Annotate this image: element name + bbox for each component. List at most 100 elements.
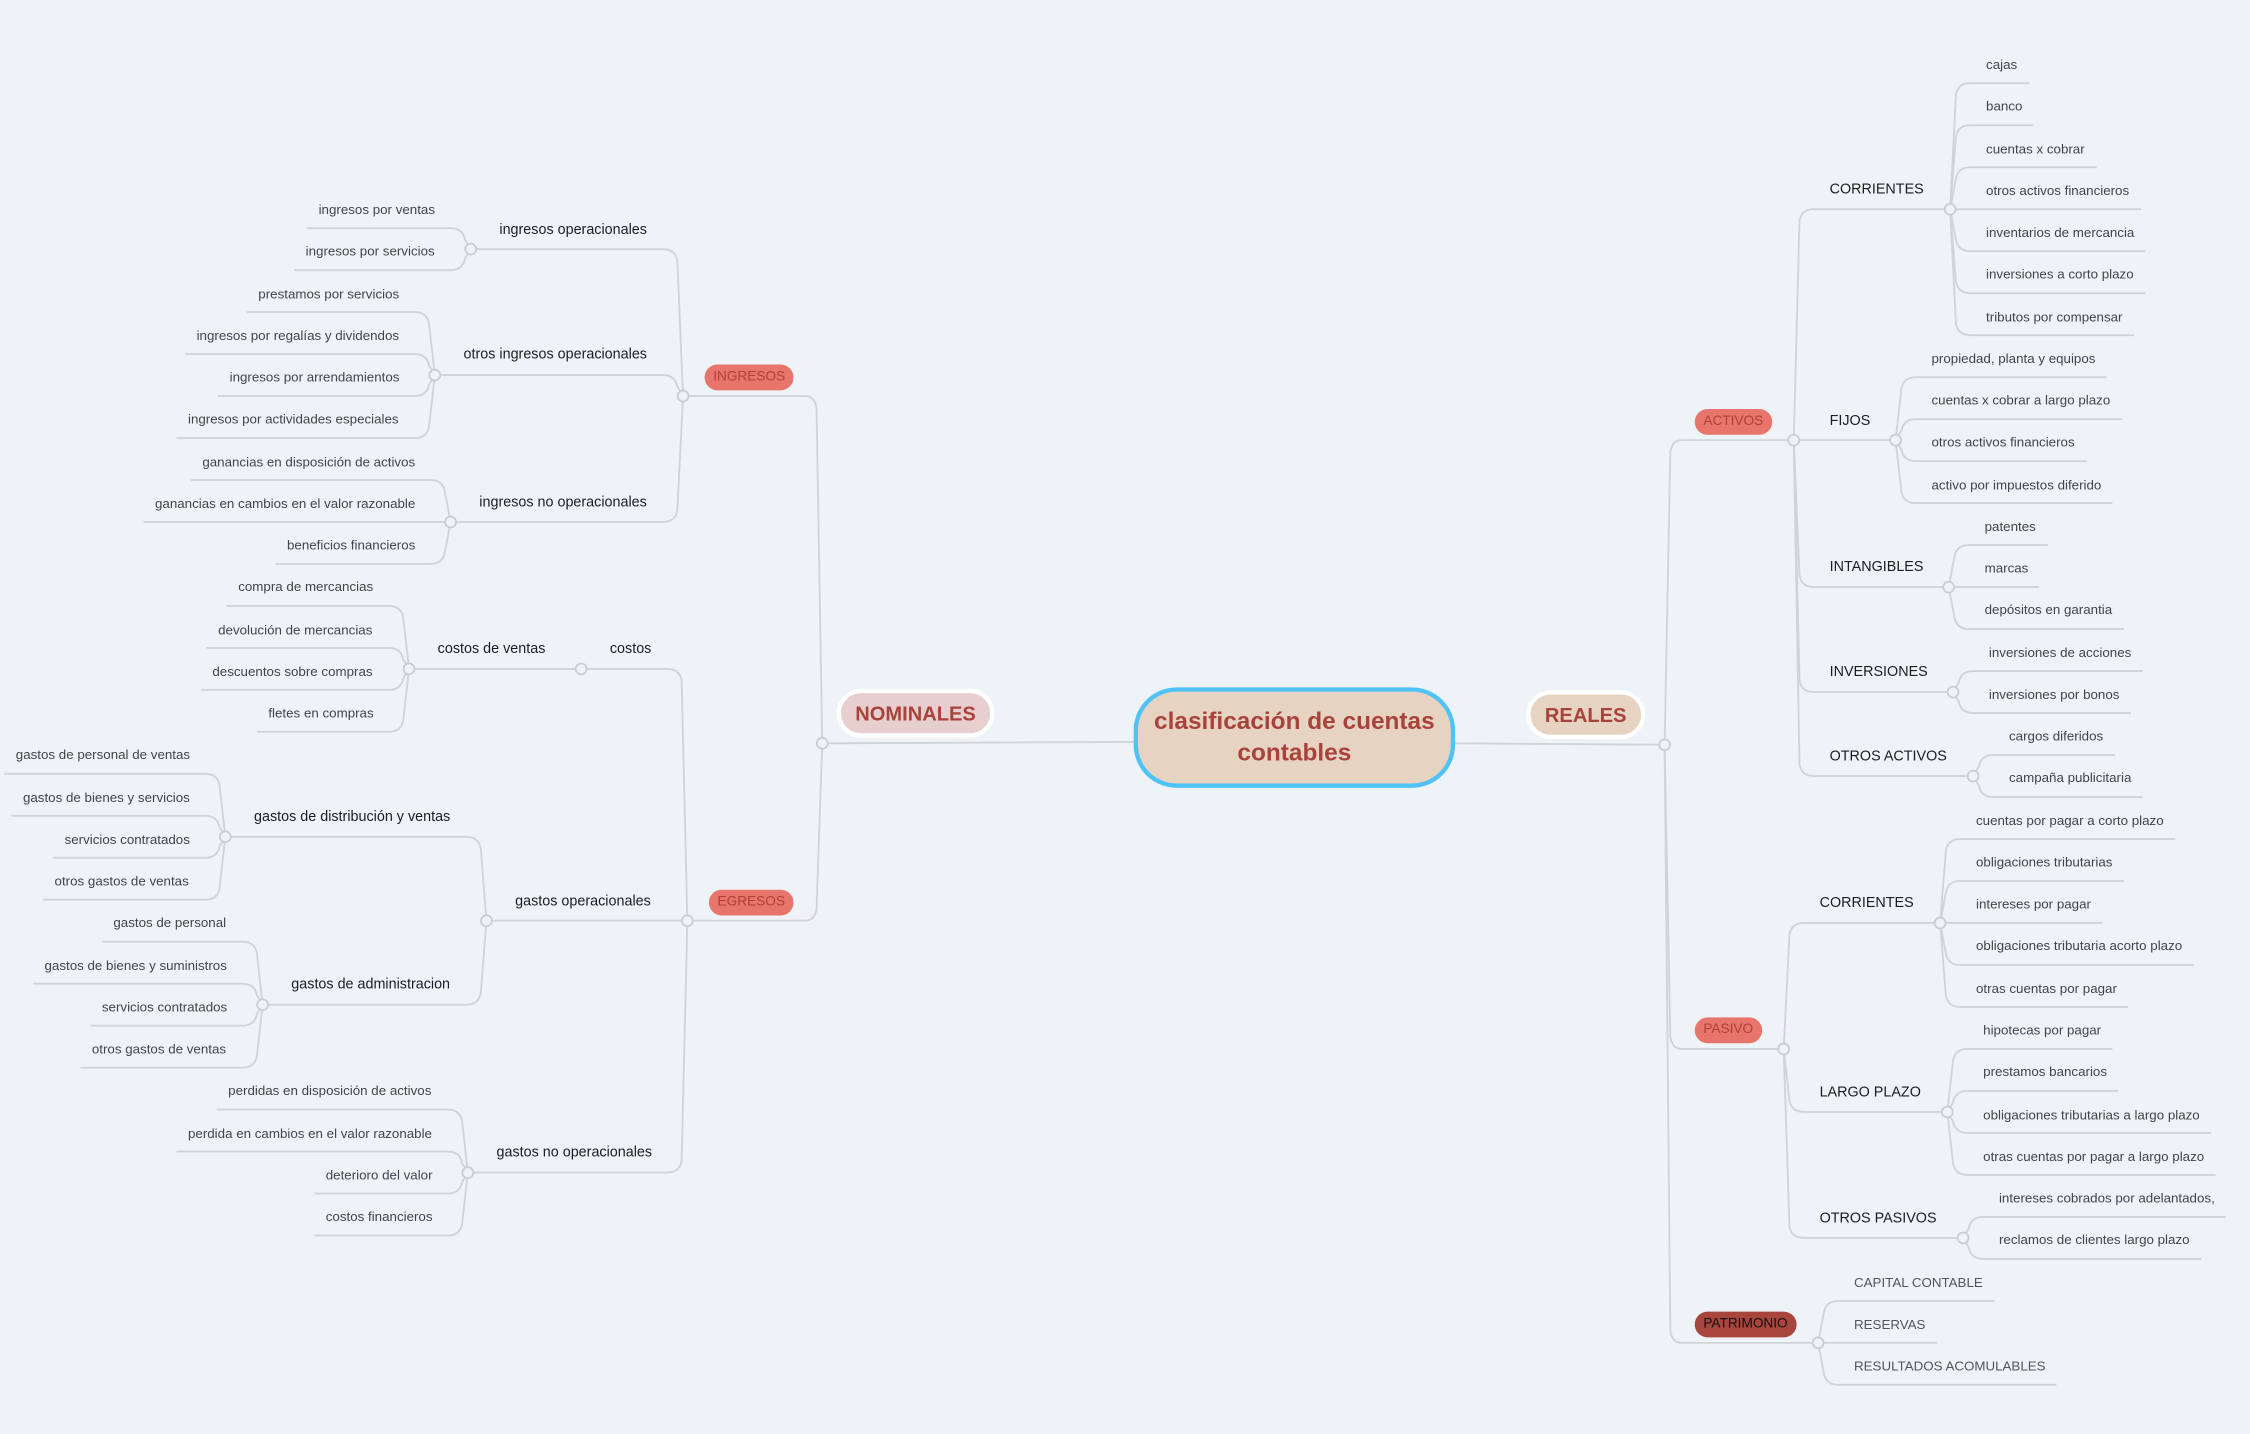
- subtopic-ingresos-no-operacionales[interactable]: ingresos no operacionales: [479, 494, 647, 511]
- leaf-cuentas-por-pagar-a-corto-plazo[interactable]: cuentas por pagar a corto plazo: [1975, 813, 2164, 828]
- leaf-patentes[interactable]: patentes: [1984, 519, 2036, 534]
- leaf-inversiones-por-bonos[interactable]: inversiones por bonos: [1988, 687, 2120, 702]
- central-topic[interactable]: clasificación de cuentas contables: [1133, 687, 1456, 788]
- subtopic-costos[interactable]: costos: [609, 641, 652, 658]
- branch-egresos[interactable]: EGRESOS: [708, 889, 794, 915]
- leaf-cargos-diferidos[interactable]: cargos diferidos: [2008, 729, 2104, 744]
- leaf-prestamos-por-servicios[interactable]: prestamos por servicios: [258, 286, 400, 301]
- leaf-hipotecas-por-pagar[interactable]: hipotecas por pagar: [1983, 1023, 2102, 1038]
- leaf-compra-de-mercancias[interactable]: compra de mercancias: [238, 580, 374, 595]
- subtopic-corrientes[interactable]: CORRIENTES: [1819, 895, 1914, 912]
- leaf-ingresos-por-ventas[interactable]: ingresos por ventas: [318, 202, 436, 217]
- subtopic-otros-pasivos[interactable]: OTROS PASIVOS: [1819, 1210, 1937, 1227]
- subtopic-otros-activos[interactable]: OTROS ACTIVOS: [1829, 748, 1947, 765]
- leaf-cuentas-x-cobrar-a-largo-plazo[interactable]: cuentas x cobrar a largo plazo: [1931, 393, 2111, 408]
- topic-nominales[interactable]: NOMINALES: [836, 688, 995, 738]
- leaf-cuentas-x-cobrar[interactable]: cuentas x cobrar: [1986, 141, 2085, 156]
- leaf-obligaciones-tributaria-acorto-plazo[interactable]: obligaciones tributaria acorto plazo: [1975, 939, 2183, 954]
- leaf-otros-gastos-de-ventas[interactable]: otros gastos de ventas: [54, 873, 189, 889]
- branch-activos[interactable]: ACTIVOS: [1694, 408, 1772, 435]
- leaf-otras-cuentas-por-pagar-a-largo-plazo[interactable]: otras cuentas por pagar a largo plazo: [1983, 1149, 2205, 1164]
- leaf-otros-activos-financieros[interactable]: otros activos financieros: [1931, 435, 2075, 450]
- leaf-ingresos-por-arrendamientos[interactable]: ingresos por arrendamientos: [229, 370, 400, 385]
- leaf-inventarios-de-mercancia[interactable]: inventarios de mercancia: [1986, 225, 2135, 240]
- leaf-propiedad-planta-y-equipos[interactable]: propiedad, planta y equipos: [1931, 351, 2096, 366]
- collapse-toggle[interactable]: [464, 242, 477, 256]
- subtopic-ingresos-operacionales[interactable]: ingresos operacionales: [499, 221, 647, 238]
- collapse-toggle[interactable]: [574, 662, 588, 676]
- collapse-toggle[interactable]: [1933, 916, 1947, 930]
- leaf-ingresos-por-regalías-y-dividendos[interactable]: ingresos por regalías y dividendos: [196, 328, 400, 343]
- collapse-toggle[interactable]: [218, 830, 232, 844]
- collapse-toggle[interactable]: [1940, 1105, 1954, 1119]
- collapse-toggle[interactable]: [1942, 580, 1956, 594]
- collapse-toggle[interactable]: [1889, 433, 1902, 447]
- subtopic-gastos-de-administracion[interactable]: gastos de administracion: [291, 977, 451, 994]
- leaf-otros-activos-financieros[interactable]: otros activos financieros: [1986, 183, 2130, 198]
- leaf-perdida-en-cambios-en-el-valor-razonable[interactable]: perdida en cambios en el valor razonable: [187, 1125, 433, 1141]
- leaf-gastos-de-personal[interactable]: gastos de personal: [113, 915, 227, 931]
- leaf-devolución-de-mercancias[interactable]: devolución de mercancias: [218, 622, 373, 637]
- leaf-costos-financieros[interactable]: costos financieros: [325, 1209, 433, 1225]
- leaf-gastos-de-bienes-y-suministros[interactable]: gastos de bienes y suministros: [44, 957, 227, 973]
- collapse-toggle[interactable]: [1943, 202, 1957, 216]
- collapse-toggle[interactable]: [1946, 685, 1960, 699]
- leaf-intereses-por-pagar[interactable]: intereses por pagar: [1975, 897, 2091, 912]
- subtopic-corrientes[interactable]: CORRIENTES: [1829, 181, 1924, 198]
- subtopic-intangibles[interactable]: INTANGIBLES: [1829, 559, 1924, 576]
- leaf-beneficios-financieros[interactable]: beneficios financieros: [287, 538, 416, 553]
- collapse-toggle[interactable]: [676, 389, 690, 403]
- collapse-toggle[interactable]: [402, 662, 416, 676]
- leaf-ingresos-por-actividades-especiales[interactable]: ingresos por actividades especiales: [187, 412, 399, 427]
- collapse-toggle[interactable]: [1777, 1042, 1791, 1056]
- leaf-intereses-cobrados-por-adelantados[interactable]: intereses cobrados por adelantados,: [1998, 1191, 2215, 1206]
- leaf-obligaciones-tributarias-a-largo-plazo[interactable]: obligaciones tributarias a largo plazo: [1983, 1107, 2200, 1122]
- leaf-ingresos-por-servicios[interactable]: ingresos por servicios: [305, 244, 435, 259]
- collapse-toggle[interactable]: [1811, 1336, 1825, 1350]
- collapse-toggle[interactable]: [461, 1166, 475, 1179]
- leaf-prestamos-bancarios[interactable]: prestamos bancarios: [1983, 1065, 2108, 1080]
- collapse-toggle[interactable]: [480, 914, 493, 928]
- subtopic-gastos-de-distribución-y-ventas[interactable]: gastos de distribución y ventas: [253, 809, 451, 826]
- leaf-inversiones-a-corto-plazo[interactable]: inversiones a corto plazo: [1986, 267, 2134, 282]
- subtopic-gastos-no-operacionales[interactable]: gastos no operacionales: [496, 1145, 653, 1162]
- collapse-toggle[interactable]: [1787, 433, 1801, 447]
- branch-pasivo[interactable]: PASIVO: [1694, 1017, 1762, 1044]
- leaf-deterioro-del-valor[interactable]: deterioro del valor: [325, 1167, 433, 1183]
- subtopic-otros-ingresos-operacionales[interactable]: otros ingresos operacionales: [463, 347, 647, 364]
- collapse-toggle[interactable]: [1658, 738, 1671, 752]
- subtopic-gastos-operacionales[interactable]: gastos operacionales: [515, 893, 651, 910]
- leaf-resultados-acomulables[interactable]: RESULTADOS ACOMULABLES: [1854, 1359, 2046, 1374]
- collapse-toggle[interactable]: [681, 914, 694, 928]
- leaf-descuentos-sobre-compras[interactable]: descuentos sobre compras: [212, 664, 373, 679]
- collapse-toggle[interactable]: [1966, 769, 1980, 783]
- leaf-obligaciones-tributarias[interactable]: obligaciones tributarias: [1975, 855, 2113, 870]
- collapse-toggle[interactable]: [815, 737, 829, 750]
- leaf-campaña-publicitaria[interactable]: campaña publicitaria: [2008, 771, 2132, 786]
- collapse-toggle[interactable]: [256, 998, 269, 1011]
- branch-patrimonio[interactable]: PATRIMONIO: [1694, 1311, 1797, 1338]
- subtopic-fijos[interactable]: FIJOS: [1829, 412, 1871, 429]
- subtopic-inversiones[interactable]: INVERSIONES: [1829, 664, 1928, 681]
- leaf-marcas[interactable]: marcas: [1984, 561, 2029, 576]
- leaf-ganancias-en-disposición-de-activos[interactable]: ganancias en disposición de activos: [202, 454, 416, 469]
- leaf-reclamos-de-clientes-largo-plazo[interactable]: reclamos de clientes largo plazo: [1998, 1233, 2190, 1248]
- branch-ingresos[interactable]: INGRESOS: [704, 364, 794, 391]
- leaf-reservas[interactable]: RESERVAS: [1854, 1317, 1926, 1332]
- leaf-depósitos-en-garantia[interactable]: depósitos en garantia: [1984, 603, 2113, 618]
- leaf-servicios-contratados[interactable]: servicios contratados: [64, 831, 190, 847]
- leaf-fletes-en-compras[interactable]: fletes en compras: [268, 706, 374, 721]
- leaf-banco[interactable]: banco: [1986, 99, 2023, 114]
- collapse-toggle[interactable]: [1956, 1231, 1970, 1245]
- collapse-toggle[interactable]: [428, 368, 442, 382]
- leaf-activo-por-impuestos-diferido[interactable]: activo por impuestos diferido: [1931, 477, 2102, 492]
- subtopic-costos-de-ventas[interactable]: costos de ventas: [437, 641, 546, 658]
- leaf-capital-contable[interactable]: CAPITAL CONTABLE: [1854, 1275, 1983, 1290]
- leaf-ganancias-en-cambios-en-el-valor-razonable[interactable]: ganancias en cambios en el valor razonab…: [154, 496, 416, 511]
- leaf-tributos-por-compensar[interactable]: tributos por compensar: [1986, 309, 2123, 324]
- leaf-gastos-de-personal-de-ventas[interactable]: gastos de personal de ventas: [15, 747, 191, 763]
- leaf-cajas[interactable]: cajas: [1986, 57, 2018, 72]
- leaf-otros-gastos-de-ventas[interactable]: otros gastos de ventas: [91, 1041, 227, 1057]
- leaf-inversiones-de-acciones[interactable]: inversiones de acciones: [1988, 645, 2132, 660]
- leaf-perdidas-en-disposición-de-activos[interactable]: perdidas en disposición de activos: [228, 1083, 432, 1099]
